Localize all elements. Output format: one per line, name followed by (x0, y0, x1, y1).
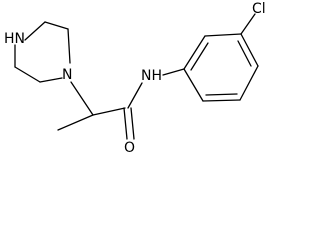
bond-ar-5 (202, 99, 241, 102)
bond-c3-c4 (14, 66, 41, 83)
bond-ar-1 (183, 35, 206, 70)
bond-carbonyl-o-2 (130, 107, 135, 140)
propanamide-chain (57, 68, 185, 140)
bond-nh-aryl (162, 68, 185, 76)
bond-c1-c2 (44, 21, 69, 30)
bond-n-c3 (39, 77, 63, 83)
bond-carbonyl-nh (127, 82, 143, 109)
label-chloro: Cl (252, 1, 266, 17)
chlorophenyl-ring (183, 13, 259, 102)
bond-nh-c1 (24, 21, 46, 41)
label-amide-nh: NH (141, 68, 162, 84)
bond-ar-4 (239, 65, 259, 101)
bond-carbonyl-o-1 (123, 107, 128, 140)
bond-alpha-methyl (57, 114, 94, 131)
structure-diagram: HN N NH O Cl (4, 1, 266, 156)
bond-alpha-carbonyl (92, 107, 126, 116)
bond-ar-5-inner (205, 93, 238, 96)
bond-ar-1-inner (190, 42, 209, 71)
bond-ar-3-inner (237, 40, 252, 67)
bond-ar-2 (204, 33, 242, 37)
molecule-svg: HN N NH O Cl (4, 1, 266, 156)
bond-ar-6 (183, 68, 204, 102)
bond-c2-n (67, 28, 71, 64)
bond-ar-cl (240, 13, 256, 35)
bond-n-alpha-carbon (70, 81, 94, 116)
label-amine-nh: HN (4, 31, 25, 47)
label-piperazine-n: N (62, 67, 72, 83)
bond-ar-3 (240, 33, 259, 67)
label-carbonyl-o: O (124, 140, 135, 155)
piperazine-ring (14, 21, 71, 83)
